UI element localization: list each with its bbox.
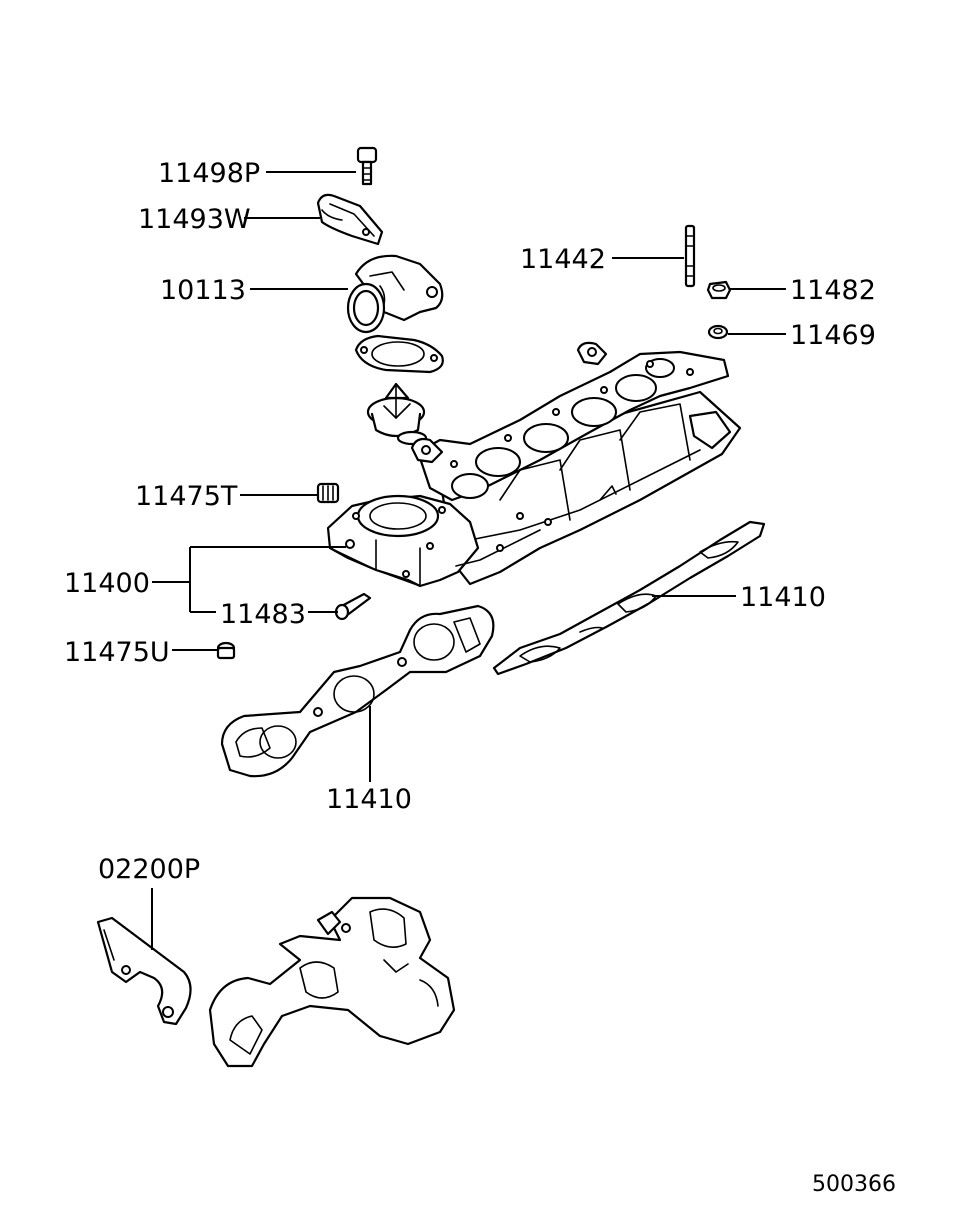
part-label-11410-lower: 11410 (326, 784, 412, 815)
clamp-11493W-drawing (316, 193, 384, 246)
gasket-11410-lower-drawing (220, 604, 495, 778)
thermostat-drawing (366, 382, 428, 446)
washer-11469-drawing (707, 324, 729, 340)
part-label-11498P: 11498P (158, 158, 260, 189)
part-label-11493W: 11493W (138, 204, 251, 235)
plug-11475U-drawing (216, 641, 236, 660)
part-label-11475T: 11475T (135, 481, 238, 512)
exhaust-manifold-drawing (208, 896, 456, 1068)
part-label-11482: 11482 (790, 275, 876, 306)
leader-lines (151, 171, 786, 950)
part-label-02200P: 02200P (98, 854, 200, 885)
part-label-10113: 10113 (160, 275, 246, 306)
bolt-11498P-drawing (356, 146, 378, 186)
part-label-11442: 11442 (520, 244, 606, 275)
water-outlet-10113-drawing (346, 254, 444, 334)
part-label-11469: 11469 (790, 320, 876, 351)
part-label-11400: 11400 (64, 568, 150, 599)
part-label-11475U: 11475U (64, 637, 170, 668)
bolt-11483-drawing (334, 592, 372, 621)
bracket-02200P-drawing (96, 916, 192, 1026)
gasket-11410-right-drawing (492, 520, 766, 676)
figure-number: 500366 (812, 1172, 896, 1197)
nut-11482-drawing (706, 280, 732, 300)
part-label-11483: 11483 (220, 599, 306, 630)
part-label-11410-right: 11410 (740, 582, 826, 613)
stud-11442-drawing (684, 224, 696, 288)
intake-manifold-11400-drawing (326, 341, 742, 588)
plug-11475T-drawing (316, 482, 340, 504)
outlet-gasket-drawing (354, 334, 444, 374)
